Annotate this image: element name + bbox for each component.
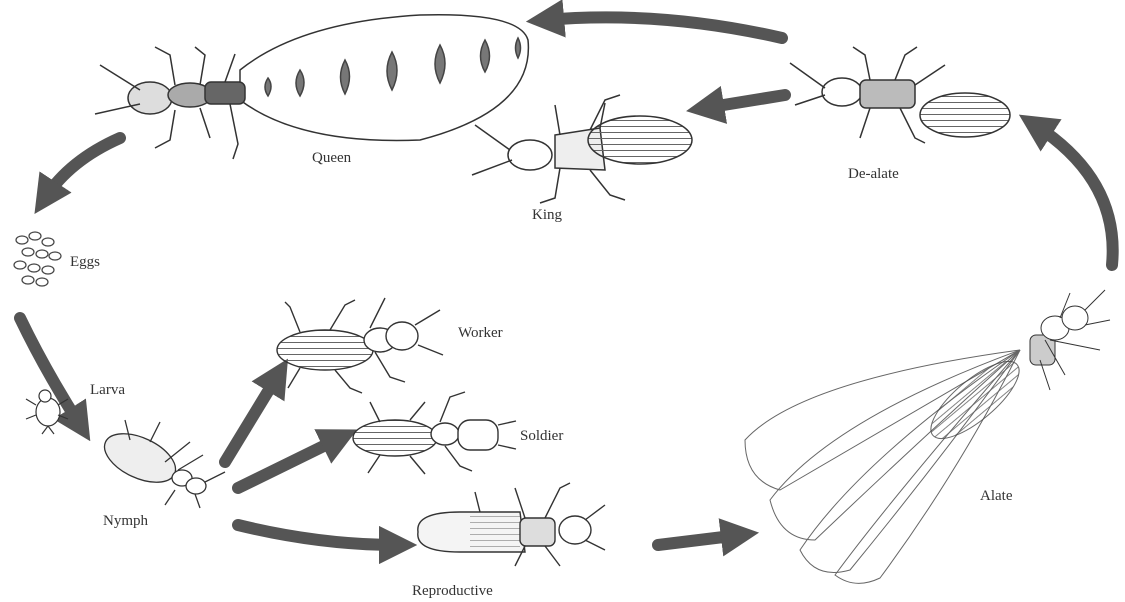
label-queen: Queen (312, 150, 352, 166)
de-alate-illustration (790, 47, 1010, 143)
arrow-nymph-to-soldier (238, 438, 340, 488)
king-illustration (472, 95, 692, 203)
alate-illustration (745, 290, 1110, 583)
worker-illustration (277, 298, 443, 393)
nymph-illustration (97, 420, 225, 508)
soldier-illustration (353, 392, 516, 474)
arrow-dealate-to-queen (545, 17, 782, 38)
label-de-alate: De-alate (848, 166, 899, 182)
label-eggs: Eggs (70, 254, 100, 270)
arrow-nymph-to-reproductive (238, 525, 398, 545)
label-worker: Worker (458, 325, 503, 341)
arrow-dealate-to-king (705, 95, 785, 108)
arrow-nymph-to-worker (225, 375, 278, 462)
label-soldier: Soldier (520, 428, 563, 444)
arrow-queen-to-eggs (45, 138, 120, 198)
eggs-illustration (14, 232, 61, 286)
queen-illustration (95, 15, 528, 159)
label-king: King (532, 207, 563, 223)
label-larva: Larva (90, 382, 125, 398)
arrow-reproductive-to-alate (658, 535, 740, 545)
label-reproductive: Reproductive (412, 583, 493, 599)
label-alate: Alate (980, 488, 1013, 504)
reproductive-illustration (418, 483, 605, 566)
label-nymph: Nymph (103, 513, 149, 529)
arrow-alate-to-dealate (1035, 125, 1113, 265)
